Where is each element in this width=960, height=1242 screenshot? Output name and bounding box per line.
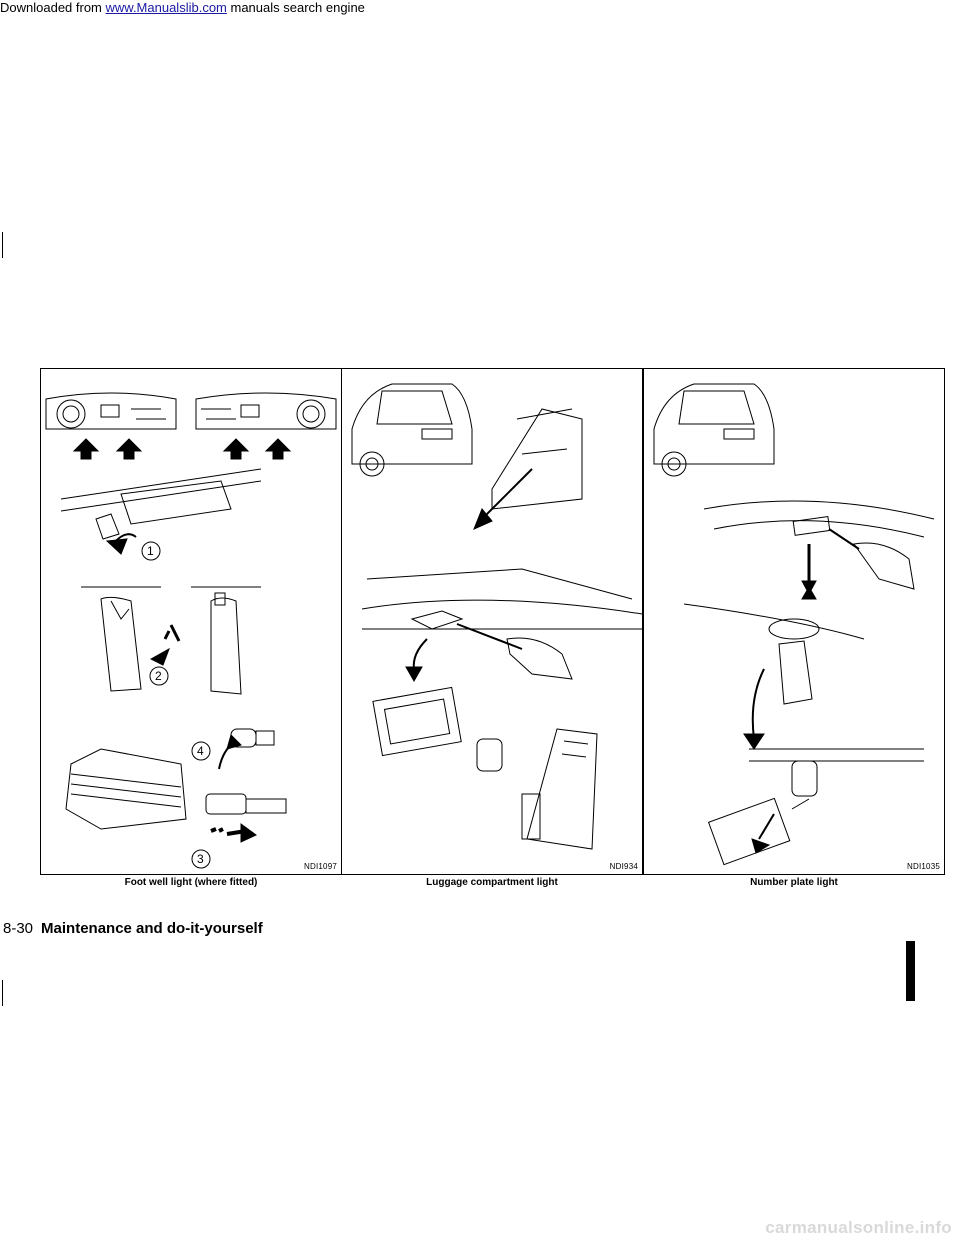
figure-code: NDI1097 [304,862,337,871]
figure-code: NDI1035 [907,862,940,871]
figure-code: NDI934 [609,862,638,871]
crop-mark-left-top [2,232,3,258]
step-label-1: 1 [147,544,154,558]
header-suffix: manuals search engine [226,0,365,15]
step-label-2: 2 [155,669,162,683]
figure-luggage-compartment-light: NDI934 [341,368,643,875]
caption-number-plate-light: Number plate light [750,877,838,888]
watermark: carmanualsonline.info [765,1218,952,1237]
foot-well-light-illustration [45,392,337,869]
download-header: Downloaded from www.Manualslib.com manua… [0,0,365,16]
section-title: Maintenance and do-it-yourself [41,920,263,937]
page-number: 8-30 [3,920,34,937]
car-rear-icon [351,383,473,477]
dashboard-lhd-icon [195,392,337,460]
number-plate-light-illustration [653,383,935,866]
crop-mark-left-bottom [2,980,3,1006]
manualslib-link[interactable]: www.Manualslib.com [105,0,227,15]
section-thumb-tab [906,941,915,1001]
car-rear-icon [653,383,775,477]
step-label-4: 4 [197,744,204,758]
caption-foot-well-light: Foot well light (where fitted) [124,877,258,888]
figure-foot-well-light: 1 2 4 3 NDI1097 [40,368,342,875]
caption-luggage-compartment-light: Luggage compartment light [426,877,558,888]
header-prefix: Downloaded from [0,0,106,15]
dashboard-rhd-icon [45,392,177,460]
figure-number-plate-light: NDI1035 [643,368,945,875]
page-footer: 8-30 Maintenance and do-it-yourself [3,920,263,937]
step-label-3: 3 [197,852,204,866]
luggage-light-illustration [351,383,642,850]
